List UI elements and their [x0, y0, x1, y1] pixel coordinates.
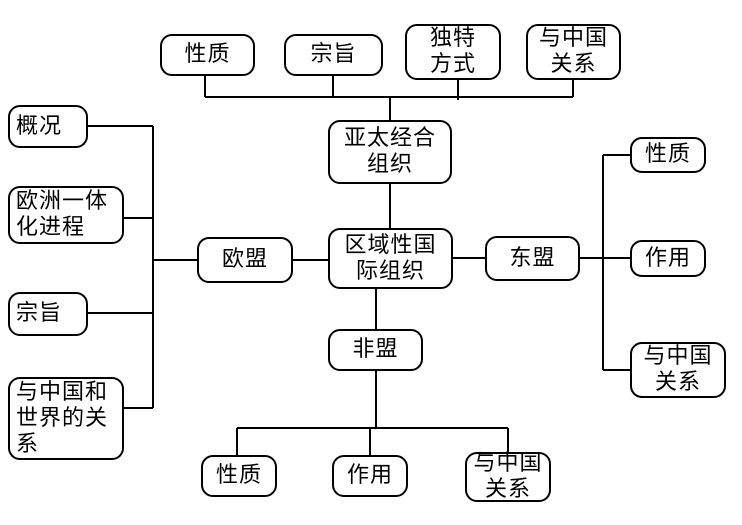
node-apec-unique-method: 独特 方式 — [405, 24, 501, 80]
node-label: 性质 — [184, 42, 231, 67]
node-label: 与中国和 世界的关 系 — [16, 379, 109, 457]
node-label: 与中国 关系 — [538, 26, 608, 77]
node-label: 作用 — [346, 463, 393, 488]
node-label: 与中国 关系 — [473, 451, 543, 502]
node-au-nature: 性质 — [201, 455, 277, 497]
node-eu: 欧盟 — [197, 237, 293, 283]
node-eu-purpose: 宗旨 — [8, 292, 88, 336]
node-label: 独特 方式 — [429, 26, 476, 77]
node-asean-nature: 性质 — [630, 137, 706, 173]
node-label: 与中国 关系 — [643, 344, 713, 395]
node-apec-purpose: 宗旨 — [284, 34, 383, 76]
node-label: 区域性国 际组织 — [344, 232, 437, 284]
node-label: 东盟 — [509, 245, 556, 271]
node-label: 亚太经合 组织 — [343, 126, 436, 177]
node-label: 性质 — [215, 463, 262, 488]
node-label: 性质 — [644, 142, 691, 167]
node-au: 非盟 — [328, 329, 423, 371]
node-au-role: 作用 — [332, 455, 408, 497]
node-label: 宗旨 — [310, 42, 357, 67]
node-asean-china-relations: 与中国 关系 — [630, 342, 726, 398]
node-eu-integration: 欧洲一体 化进程 — [8, 186, 124, 244]
node-asean-role: 作用 — [630, 240, 706, 277]
node-label: 作用 — [644, 245, 691, 271]
node-apec-china-relations: 与中国 关系 — [526, 24, 621, 80]
node-apec-nature: 性质 — [160, 34, 255, 76]
node-label: 非盟 — [352, 337, 399, 362]
node-label: 概况 — [16, 113, 63, 139]
node-regional-organizations: 区域性国 际组织 — [328, 228, 453, 289]
node-au-china-relations: 与中国 关系 — [465, 451, 551, 502]
node-apec: 亚太经合 组织 — [328, 120, 452, 184]
node-eu-overview: 概况 — [8, 105, 88, 148]
node-label: 欧洲一体 化进程 — [16, 189, 109, 240]
node-eu-relations: 与中国和 世界的关 系 — [8, 377, 124, 460]
node-label: 宗旨 — [16, 301, 63, 326]
node-label: 欧盟 — [221, 247, 268, 272]
node-asean: 东盟 — [485, 236, 580, 281]
